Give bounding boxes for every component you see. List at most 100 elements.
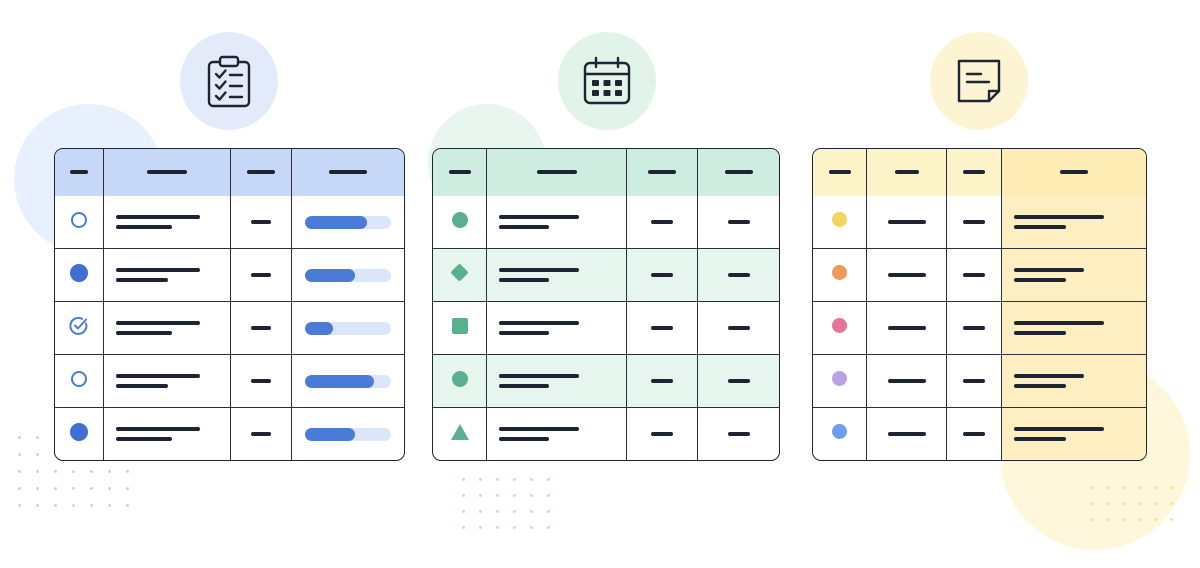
text-line [116,331,172,335]
pattern-dot [1122,502,1125,505]
color-dot-cell [813,355,867,408]
pattern-dot [1170,486,1173,489]
value-cell [627,196,698,249]
text-placeholder [104,268,230,282]
shape-cell [433,408,487,460]
pattern-dot [530,478,533,481]
text-line [499,321,579,325]
triangle-marker-icon [450,423,469,440]
table-row[interactable] [813,408,1146,460]
status-open-icon [71,370,87,387]
header-cell [1002,149,1146,196]
pattern-dot [1090,486,1093,489]
value-cell [231,355,292,408]
text-placeholder [487,268,626,282]
note-cell [1002,196,1146,249]
progress-cell [292,249,404,302]
pattern-dot [547,526,550,529]
color-dot-icon [832,424,847,439]
table-row[interactable] [433,355,779,408]
value-placeholder [251,219,271,224]
pattern-dot [36,453,39,456]
text-line [1014,321,1104,325]
pattern-dot [1154,502,1157,505]
pattern-dot [462,510,465,513]
shape-cell [433,302,487,355]
pattern-dot [462,526,465,529]
text-line [499,268,579,272]
status-cell [55,249,104,302]
check-circle-icon [68,316,90,341]
pattern-dot [1170,518,1173,521]
table-row[interactable] [433,408,779,460]
value-cell [947,196,1002,249]
progress-cell [292,408,404,460]
text-line [116,278,168,282]
table-row[interactable] [433,302,779,355]
value-placeholder [963,325,985,330]
value-placeholder [727,325,750,330]
value-placeholder [887,219,926,224]
value-cell [867,249,947,302]
pattern-dot [108,470,111,473]
note-cell [1002,355,1146,408]
color-dot-icon [832,318,847,333]
table-row[interactable] [55,408,404,460]
progress-bar [305,427,391,441]
pattern-dot [496,510,499,513]
text-line [499,215,579,219]
pattern-dot [1106,486,1109,489]
pattern-dot [479,526,482,529]
table-row[interactable] [813,355,1146,408]
header-cell [55,149,104,196]
color-dot-icon [832,212,847,227]
text-line [116,374,200,378]
table-row[interactable] [55,355,404,408]
text-line [499,374,579,378]
pattern-dot [1170,502,1173,505]
progress-fill [305,215,367,229]
value-cell [698,302,779,355]
title-cell [104,408,231,460]
pattern-dot [462,494,465,497]
table-row[interactable] [813,196,1146,249]
title-cell [104,249,231,302]
table-row[interactable] [55,249,404,302]
table-row[interactable] [813,249,1146,302]
table-row[interactable] [813,302,1146,355]
pattern-dot [36,470,39,473]
pattern-dot [513,494,516,497]
pattern-dot [54,470,57,473]
status-cell [55,355,104,408]
table-row[interactable] [55,196,404,249]
pattern-dot [1106,502,1109,505]
note-cell [1002,249,1146,302]
text-line [499,427,579,431]
value-placeholder [251,272,271,277]
pattern-dot [126,470,129,473]
text-placeholder [104,427,230,441]
progress-cell [292,355,404,408]
value-cell [627,302,698,355]
pattern-dot [54,487,57,490]
pattern-dot [108,504,111,507]
value-cell [867,302,947,355]
value-cell [627,249,698,302]
dot-pattern-center [462,478,550,529]
value-cell [698,249,779,302]
value-placeholder [251,378,271,383]
table-row[interactable] [433,196,779,249]
title-cell [487,302,627,355]
table-row[interactable] [55,302,404,355]
title-cell [487,196,627,249]
table-row[interactable] [433,249,779,302]
schedule-table [432,148,780,461]
title-cell [487,249,627,302]
value-placeholder [887,431,926,436]
pattern-dot [1154,518,1157,521]
header-cell [867,149,947,196]
pattern-dot [90,470,93,473]
value-cell [947,355,1002,408]
calendar-icon [583,56,631,105]
title-cell [487,408,627,460]
